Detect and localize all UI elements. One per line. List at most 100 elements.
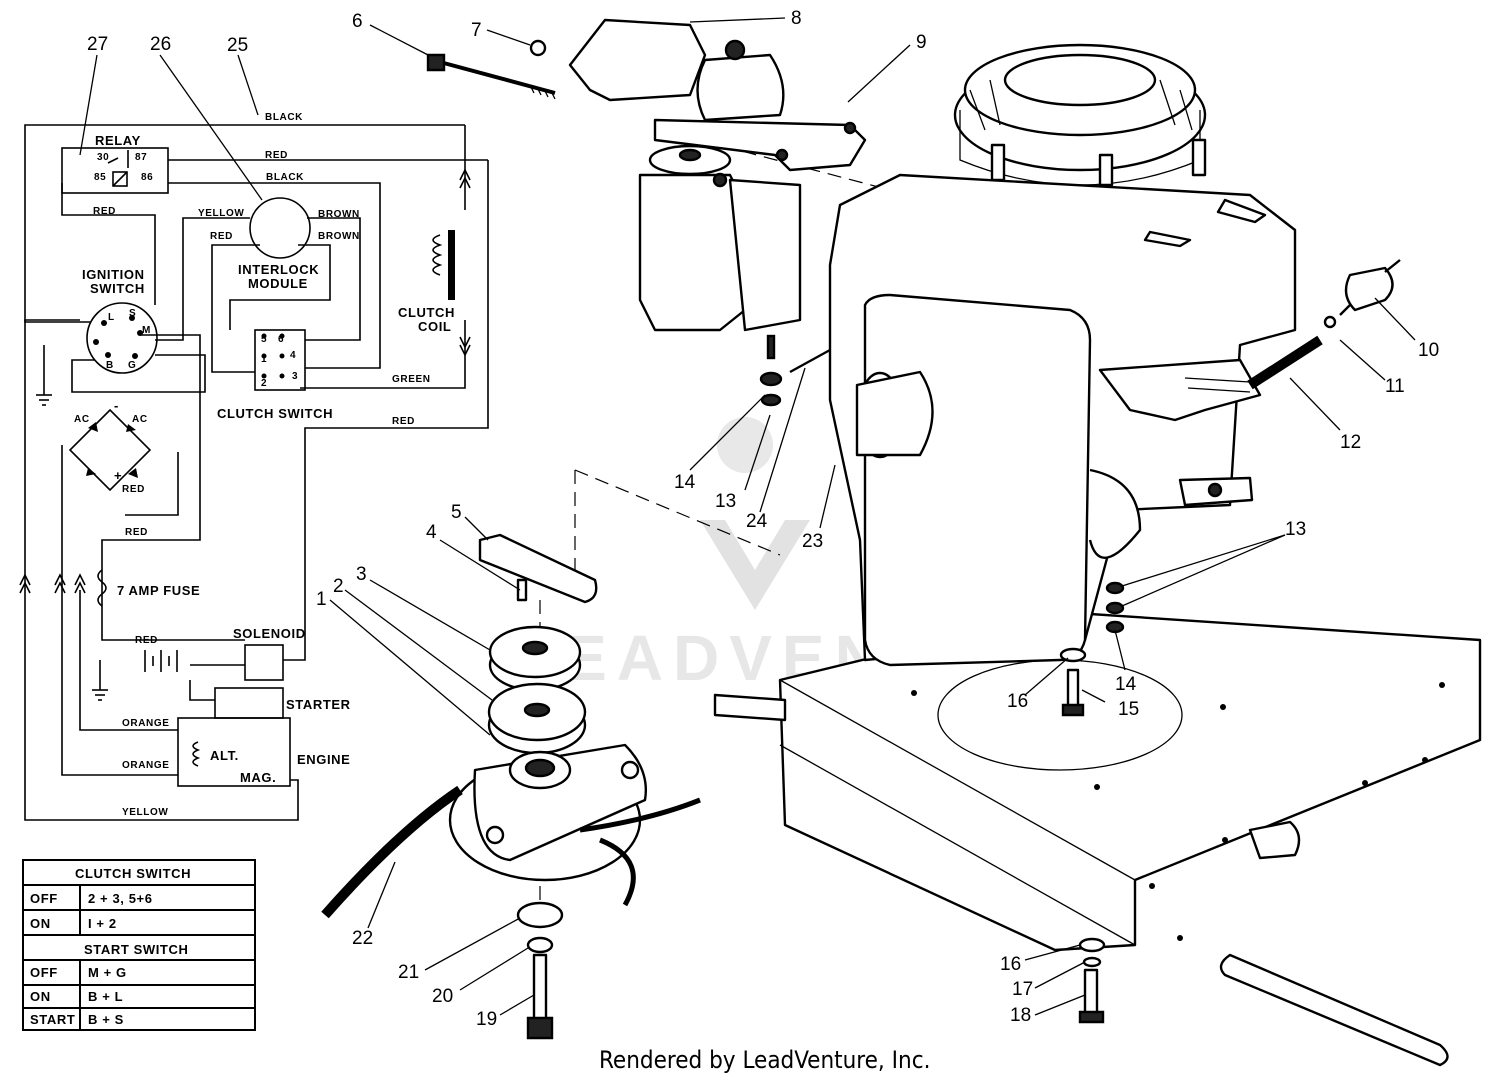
svg-text:ORANGE: ORANGE — [122, 718, 170, 729]
clutch-switch-label: CLUTCH SWITCH — [217, 406, 333, 421]
callout-18: 18 — [1010, 1005, 1031, 1026]
callout-11: 11 — [1385, 376, 1405, 397]
mounting-deck — [713, 610, 1482, 1067]
nut-7 — [529, 39, 547, 57]
callout-14-right: 14 — [1115, 674, 1137, 695]
svg-text:RED: RED — [392, 416, 415, 427]
interlock-module — [249, 197, 311, 259]
wiring-schematic: RELAY 30 87 85 86 IGNITION SWITCH L S M … — [19, 112, 489, 821]
svg-text:5: 5 — [261, 334, 267, 345]
svg-text:MODULE: MODULE — [248, 276, 308, 291]
svg-text:OFF: OFF — [30, 965, 58, 980]
washer-20 — [526, 936, 554, 954]
svg-text:AC: AC — [132, 414, 148, 425]
callout-6: 6 — [352, 11, 363, 32]
starter-label: STARTER — [286, 697, 351, 712]
svg-text:YELLOW: YELLOW — [122, 807, 168, 818]
callout-20: 20 — [432, 986, 453, 1007]
svg-text:30: 30 — [97, 152, 109, 163]
callout-16-top: 16 — [1007, 691, 1028, 712]
fuel-hose — [1247, 335, 1323, 390]
svg-text:GREEN: GREEN — [392, 374, 431, 385]
callout-14-left: 14 — [674, 472, 696, 493]
svg-text:RED: RED — [122, 484, 145, 495]
svg-text:L: L — [108, 312, 115, 323]
callout-13-left: 13 — [715, 491, 736, 512]
electric-clutch — [448, 625, 701, 907]
fuse-label: 7 AMP FUSE — [117, 583, 200, 598]
svg-text:RED: RED — [210, 231, 233, 242]
svg-text:4: 4 — [290, 350, 296, 361]
svg-text:OFF: OFF — [30, 891, 58, 906]
svg-text:B + S: B + S — [88, 1012, 124, 1027]
starter-motor — [638, 39, 867, 360]
callout-8: 8 — [791, 8, 802, 29]
engine-box — [177, 717, 291, 787]
callout-15: 15 — [1118, 699, 1139, 720]
svg-text:S: S — [129, 308, 136, 319]
hose-clamp — [1323, 315, 1337, 329]
clutch-bracket — [478, 533, 598, 604]
svg-text:COIL: COIL — [418, 319, 451, 334]
svg-text:87: 87 — [135, 152, 147, 163]
starter-hardware — [759, 348, 831, 407]
bracket-pin — [516, 578, 528, 602]
clutch-coil-label: CLUTCH — [398, 305, 455, 320]
svg-text:6: 6 — [278, 334, 284, 345]
callout-9: 9 — [916, 32, 927, 53]
svg-text:RED: RED — [125, 527, 148, 538]
callout-23: 23 — [802, 531, 823, 552]
svg-text:YELLOW: YELLOW — [198, 208, 244, 219]
callout-leaders — [79, 17, 1416, 1016]
svg-text:MAG.: MAG. — [240, 770, 276, 785]
engine-bolt — [1059, 647, 1087, 717]
svg-text:2: 2 — [261, 378, 267, 389]
callout-22: 22 — [352, 928, 373, 949]
engine — [828, 43, 1297, 667]
svg-text:ORANGE: ORANGE — [122, 760, 170, 771]
callout-19: 19 — [476, 1009, 497, 1030]
fuse — [97, 569, 107, 607]
callout-24: 24 — [746, 511, 768, 532]
clutch-switch — [254, 329, 306, 391]
clutch-coil — [432, 168, 471, 357]
svg-text:G: G — [128, 360, 136, 371]
callout-17: 17 — [1012, 979, 1033, 1000]
svg-text:3: 3 — [292, 371, 298, 382]
svg-text:RED: RED — [93, 206, 116, 217]
starter-bolt — [426, 53, 556, 100]
svg-text:BROWN: BROWN — [318, 209, 360, 220]
svg-text:I + 2: I + 2 — [88, 916, 117, 931]
fuel-filter — [1339, 259, 1401, 316]
svg-text:AC: AC — [74, 414, 90, 425]
callout-10: 10 — [1418, 340, 1439, 361]
engine-mount-hardware — [1105, 581, 1125, 634]
callout-25: 25 — [227, 35, 248, 56]
svg-text:BROWN: BROWN — [318, 231, 360, 242]
svg-text:B: B — [106, 360, 114, 371]
svg-text:ON: ON — [30, 916, 51, 931]
table-clutch-header: CLUTCH SWITCH — [75, 866, 191, 881]
callout-3: 3 — [356, 564, 367, 585]
callout-numbers: 27 26 25 6 7 8 9 10 11 12 13 14 15 16 16… — [87, 8, 1439, 1030]
table-start-header: START SWITCH — [84, 942, 188, 957]
svg-text:85: 85 — [94, 172, 106, 183]
exploded-view — [321, 18, 1482, 1067]
svg-text:M: M — [142, 325, 151, 336]
ground-symbols — [36, 394, 108, 701]
svg-text:1: 1 — [261, 354, 267, 365]
spacer-21 — [516, 901, 564, 929]
solenoid — [244, 644, 284, 681]
svg-text:2 + 3, 5+6: 2 + 3, 5+6 — [88, 891, 153, 906]
svg-text:START: START — [30, 1012, 75, 1027]
deck-bolt — [1078, 937, 1106, 1024]
clutch-bolt — [526, 953, 554, 1040]
callout-2: 2 — [333, 576, 344, 597]
drive-belt — [321, 785, 463, 919]
callout-4: 4 — [426, 522, 437, 543]
callout-13-right: 13 — [1285, 519, 1306, 540]
svg-text:B + L: B + L — [88, 989, 123, 1004]
starter — [214, 687, 284, 719]
relay — [61, 147, 169, 194]
